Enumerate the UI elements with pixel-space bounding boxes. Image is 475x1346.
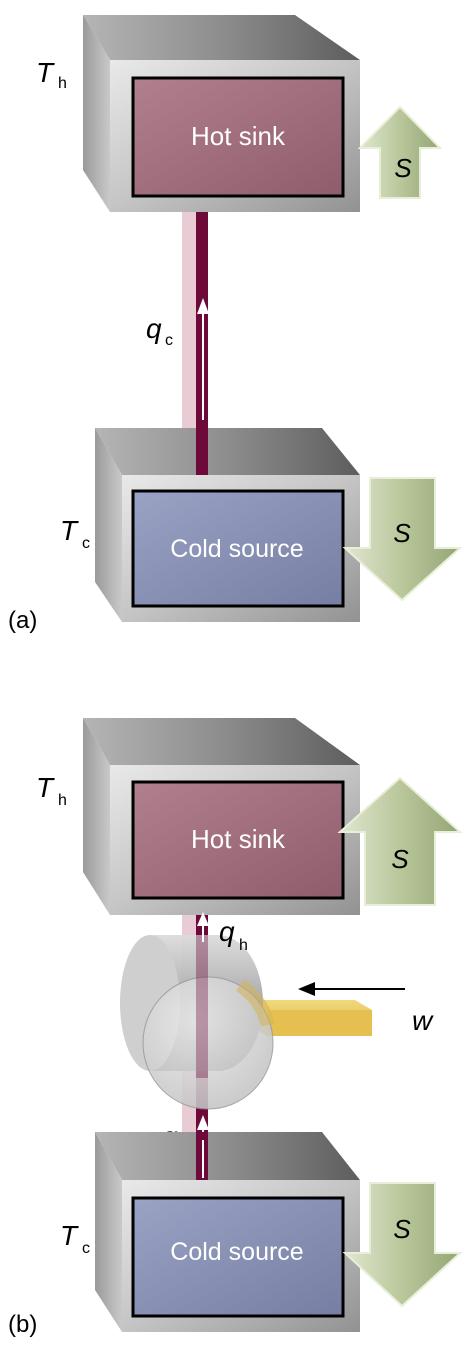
panel-a-label: (a)	[8, 607, 37, 634]
heat-flow-arrowhead	[197, 298, 209, 314]
hot-sink-label: Hot sink	[191, 824, 286, 854]
heat-out-subscript: h	[239, 937, 248, 954]
entropy-label: S	[393, 1214, 411, 1244]
engine-cylinder	[120, 935, 275, 1110]
heat-subscript: c	[165, 332, 173, 349]
cold-temperature-symbol: T	[60, 1220, 79, 1251]
hot-sink-panel	[131, 76, 345, 198]
hot-sink-box: Hot sink	[83, 15, 360, 212]
hot-sink-panel	[131, 780, 345, 900]
hot-temperature-subscript: h	[58, 792, 67, 809]
cold-source-panel	[131, 489, 345, 608]
entropy-up-arrow: S	[357, 105, 443, 199]
panel-b: Hot sink T h S q h	[8, 718, 463, 1338]
entropy-up-arrow: S	[337, 776, 463, 906]
work-input-bar	[250, 1000, 372, 1036]
heat-out-arrowhead	[197, 912, 209, 926]
hot-temperature-symbol: T	[36, 57, 55, 88]
panel-a: Hot sink T h S q c Cold source T c	[8, 15, 463, 634]
entropy-label: S	[391, 844, 409, 874]
heat-symbol: q	[146, 313, 162, 344]
cold-source-panel	[131, 1196, 345, 1318]
work-symbol: w	[412, 1005, 434, 1036]
heat-in-arrowhead	[197, 1115, 209, 1130]
cold-source-label: Cold source	[170, 535, 303, 563]
panel-b-label: (b)	[8, 1311, 37, 1338]
hot-sink-label: Hot sink	[191, 121, 286, 151]
cold-source-box: Cold source	[95, 1132, 360, 1332]
hot-temperature-symbol: T	[36, 772, 55, 803]
cold-temperature-subscript: c	[82, 1240, 90, 1257]
entropy-label: S	[393, 518, 411, 548]
entropy-down-arrow: S	[342, 477, 463, 602]
entropy-label: S	[394, 153, 412, 183]
entropy-down-arrow: S	[342, 1182, 463, 1308]
work-arrowhead	[298, 982, 315, 996]
hot-sink-box: Hot sink	[83, 718, 360, 915]
cold-source-box: Cold source	[95, 428, 360, 622]
cold-source-label: Cold source	[170, 1238, 303, 1266]
heat-flow-bar	[182, 212, 209, 482]
cold-temperature-symbol: T	[60, 515, 79, 546]
heat-out-symbol: q	[219, 916, 235, 947]
cold-temperature-subscript: c	[82, 535, 90, 552]
hot-temperature-subscript: h	[58, 75, 67, 92]
